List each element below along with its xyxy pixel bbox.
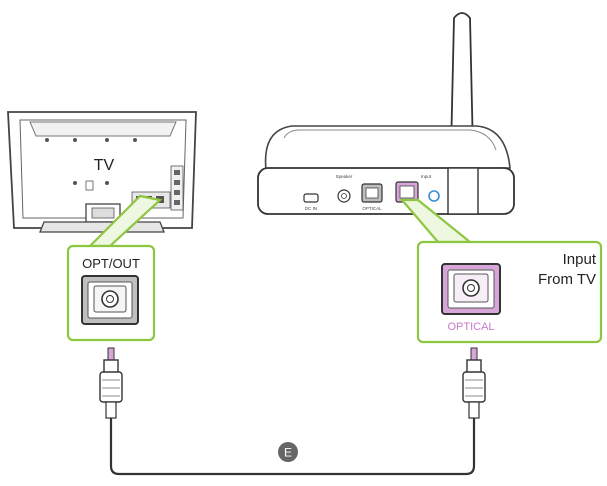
receiver-port-label-line2: From TV xyxy=(538,271,596,288)
left-cable-plug xyxy=(99,347,123,419)
receiver-dcin-label: DC IN xyxy=(305,206,317,211)
optical-cable: E xyxy=(99,347,486,476)
cable-line xyxy=(109,418,476,476)
receiver-speaker-label: Speaker xyxy=(336,174,353,179)
receiver-port-optical-label: OPTICAL xyxy=(447,321,494,333)
tv-port-callout: OPT/OUT xyxy=(66,194,163,342)
tv-label: TV xyxy=(94,157,115,174)
cable-marker-label: E xyxy=(284,446,292,460)
tv-port-label: OPT/OUT xyxy=(82,256,140,271)
tv-rear: TV xyxy=(7,111,197,233)
receiver-button xyxy=(428,190,440,202)
receiver-dcin-port xyxy=(303,193,319,203)
cable-marker: E xyxy=(278,442,298,462)
receiver-input-label: Input xyxy=(421,174,432,179)
receiver-port-callout: Input From TV OPTICAL xyxy=(399,198,603,344)
right-cable-plug xyxy=(462,347,486,419)
receiver-port-label-line1: Input xyxy=(563,251,597,268)
receiver-device: DC IN Speaker OPTICAL Input xyxy=(257,12,515,215)
receiver-optical-label: OPTICAL xyxy=(362,206,382,211)
